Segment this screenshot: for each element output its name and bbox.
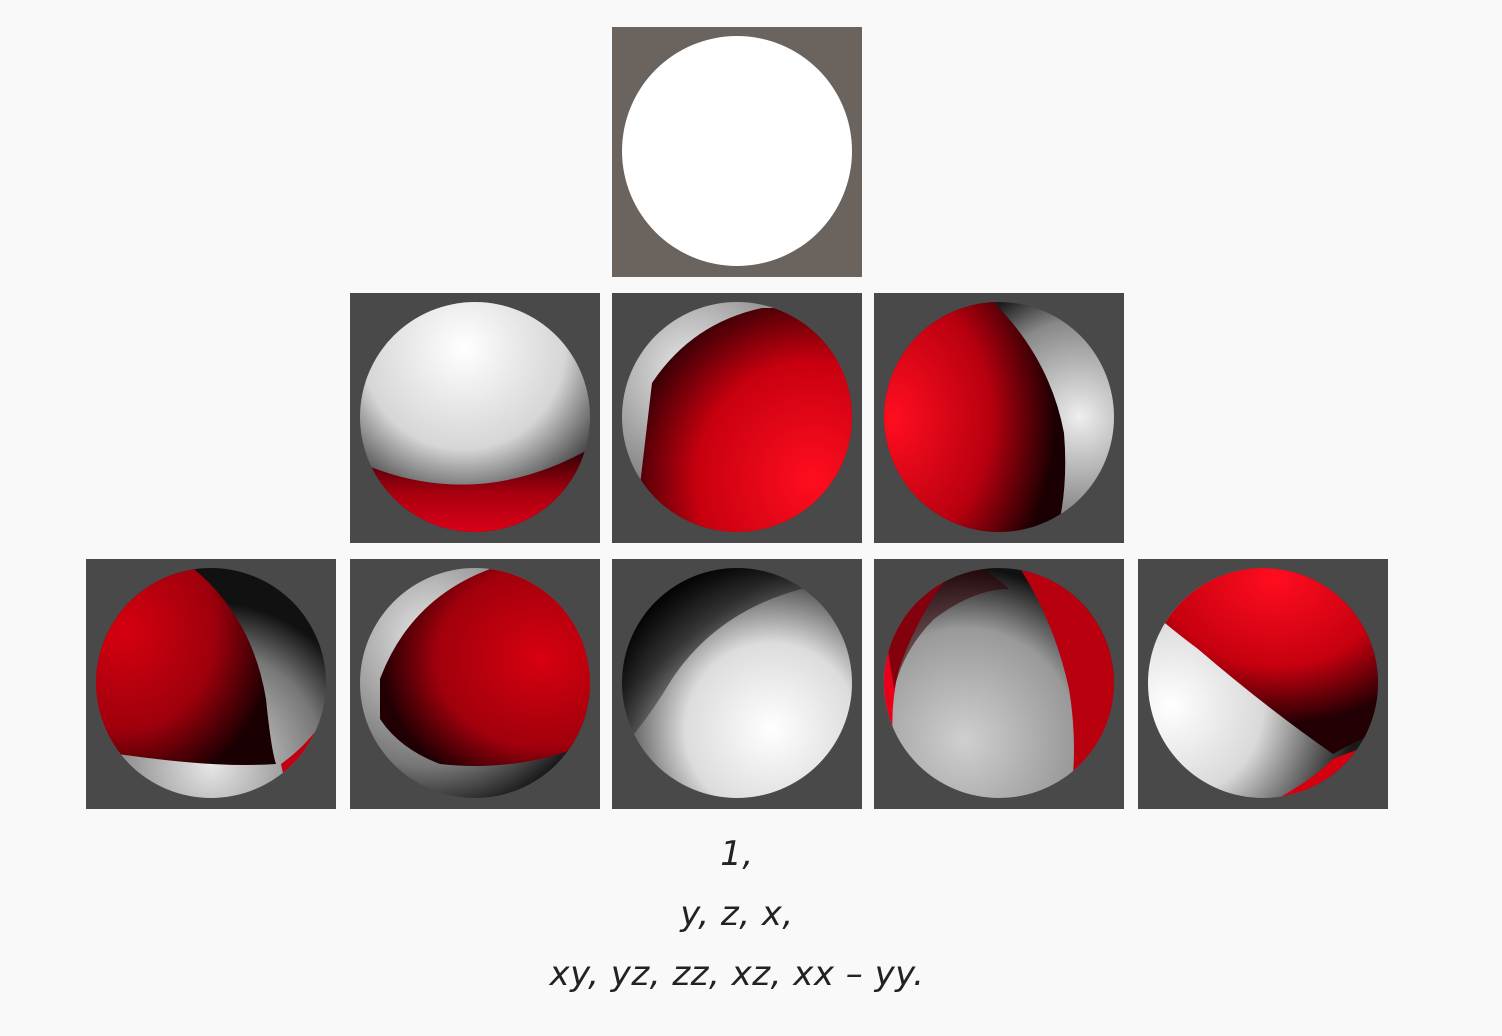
harmonic-sphere-zz	[622, 568, 852, 798]
harmonic-sphere-1	[622, 36, 852, 266]
harmonic-tile-z	[612, 293, 862, 543]
harmonic-tile-xx-yy	[1138, 559, 1388, 809]
harmonic-sphere-x	[884, 302, 1114, 532]
harmonic-tile-yz	[350, 559, 600, 809]
harmonic-sphere-xz	[884, 568, 1114, 798]
caption-order-2: xy, yz, zz, xz, xx – yy.	[549, 954, 925, 994]
harmonic-tile-1	[612, 27, 862, 277]
harmonic-tile-zz	[612, 559, 862, 809]
caption-order-1: y, z, x,	[680, 894, 794, 934]
harmonic-tile-xy	[86, 559, 336, 809]
harmonic-sphere-yz	[360, 568, 590, 798]
harmonic-tile-xz	[874, 559, 1124, 809]
harmonic-sphere-xy	[96, 568, 326, 798]
harmonic-sphere-z	[622, 302, 852, 532]
harmonic-tile-x	[874, 293, 1124, 543]
caption-order-0: 1,	[720, 834, 754, 874]
harmonic-sphere-y	[360, 302, 590, 532]
harmonic-tile-y	[350, 293, 600, 543]
harmonic-sphere-xx-yy	[1148, 568, 1378, 798]
